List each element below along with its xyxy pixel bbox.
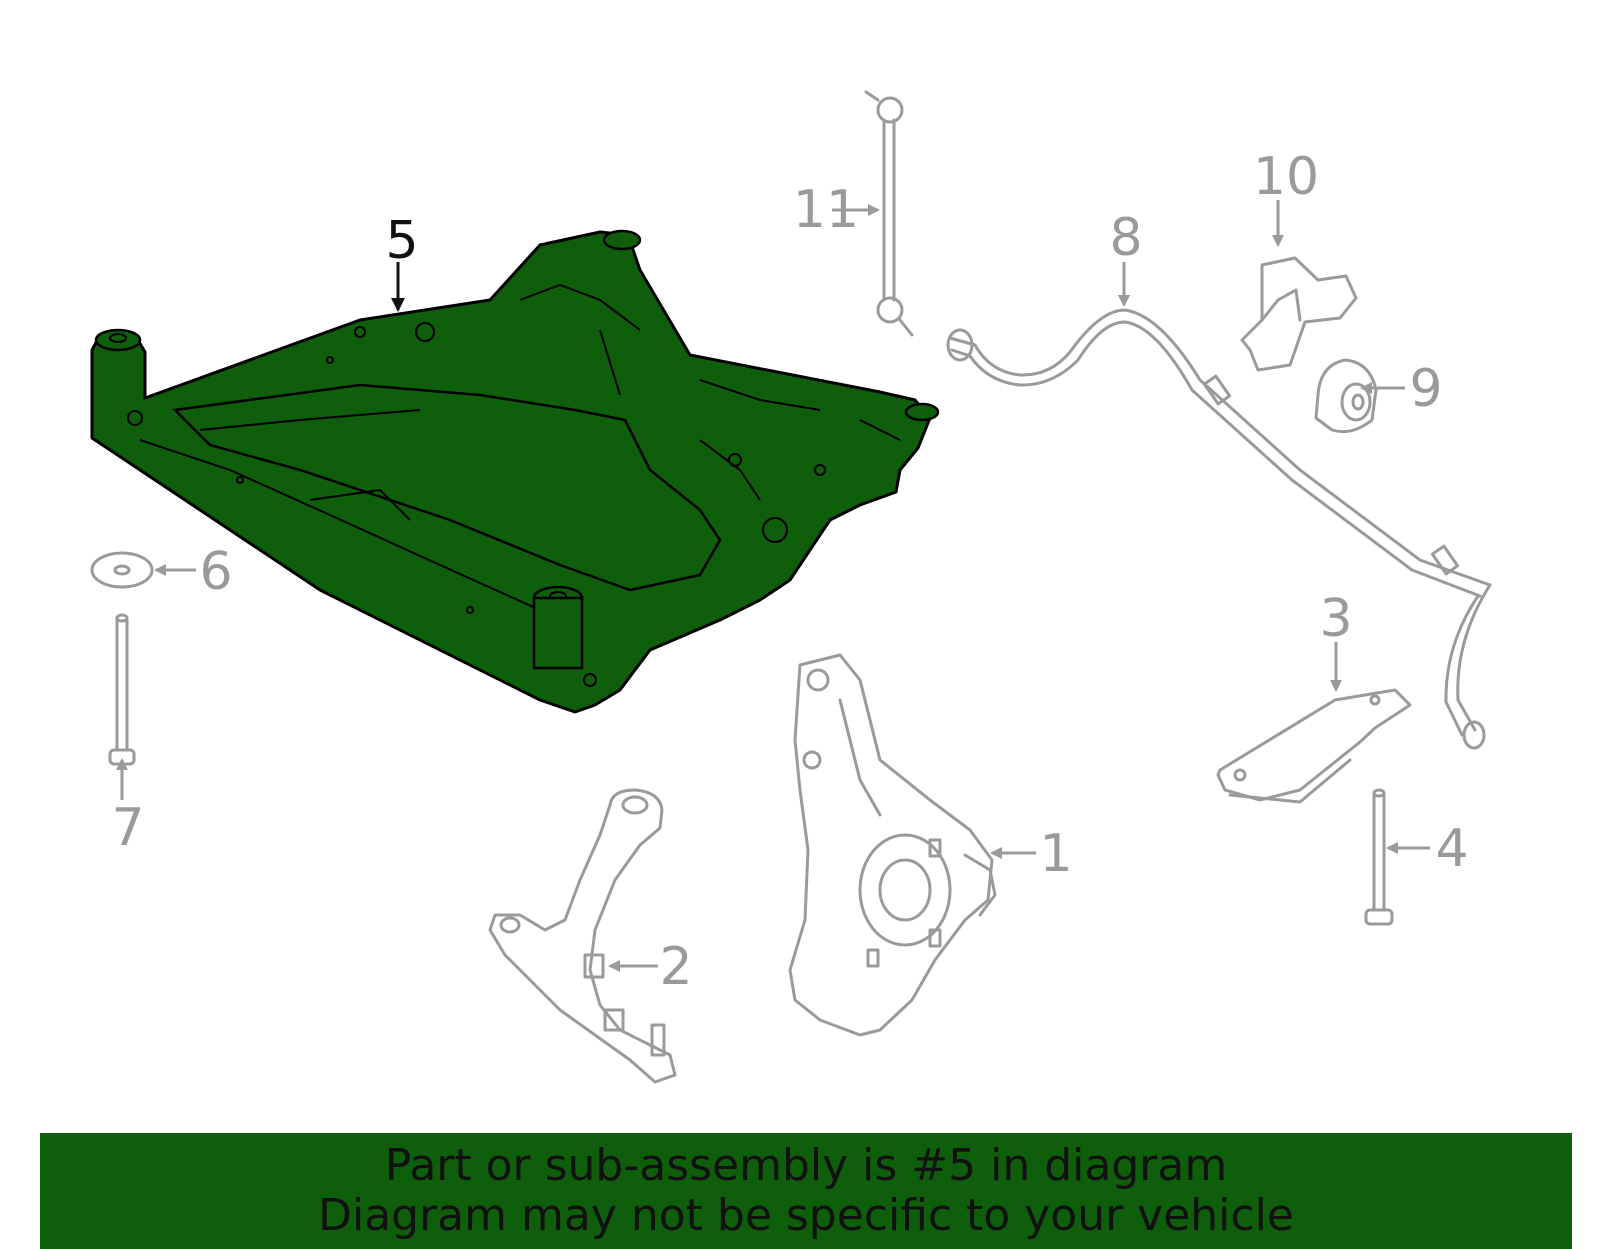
callout-6[interactable]: 6 [199,542,232,602]
callout-9[interactable]: 9 [1409,359,1442,419]
callout-7[interactable]: 7 [111,798,144,858]
callout-8[interactable]: 8 [1109,208,1142,268]
stabilizer-link-part-11[interactable] [864,90,914,337]
footer-line-1: Part or sub-assembly is #5 in diagram [384,1140,1228,1191]
control-arm-part-2[interactable] [488,788,677,1084]
callout-11[interactable]: 11 [793,180,859,240]
stabilizer-bracket-part-10[interactable] [1240,256,1358,372]
callout-10[interactable]: 10 [1253,147,1319,207]
stabilizer-bushing-part-9[interactable] [1314,358,1378,434]
callout-1[interactable]: 1 [1039,824,1072,884]
callout-4[interactable]: 4 [1435,819,1468,879]
footer-banner: Part or sub-assembly is #5 in diagram Di… [40,1133,1572,1249]
callout-3[interactable]: 3 [1319,589,1352,649]
bolt-part-7[interactable] [108,613,136,766]
callout-5[interactable]: 5 [385,211,418,271]
bracket-part-3[interactable] [1216,688,1412,804]
footer-line-2: Diagram may not be specific to your vehi… [318,1190,1294,1241]
callout-2[interactable]: 2 [659,937,692,997]
washer-part-6[interactable] [90,551,154,589]
steering-knuckle-part-1[interactable] [788,653,997,1037]
stabilizer-bar-part-8[interactable] [946,308,1492,750]
bolt-part-4[interactable] [1364,788,1394,926]
subframe-part-5[interactable] [90,229,940,714]
